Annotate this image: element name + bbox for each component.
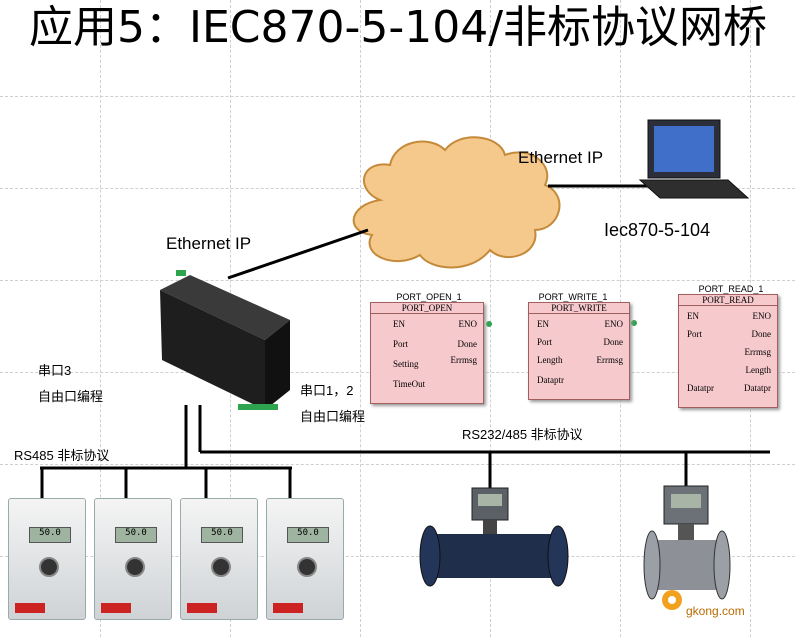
inverter-display: 50.0: [201, 527, 243, 543]
block-output: ENO: [458, 319, 478, 329]
watermark-text: gkong.com: [686, 604, 745, 618]
block-instance-name: PORT_READ_1: [698, 284, 764, 294]
block-input: Setting: [393, 359, 419, 369]
laptop-icon: [638, 119, 750, 199]
ethernet-ip-label: Ethernet IP: [518, 148, 604, 167]
ethernet-ip-label: Ethernet IP: [166, 234, 252, 253]
block-output: Errmsg: [744, 347, 772, 357]
block-input: EN: [687, 311, 699, 321]
rs485-label: RS485 非标协议: [14, 448, 110, 463]
block-name: PORT_OPEN: [371, 303, 483, 314]
port-read-block: PORT_READ EN Port Datatpr ENO Done Errms…: [678, 294, 778, 408]
block-output: Done: [457, 339, 478, 349]
block-name: PORT_WRITE: [529, 303, 629, 314]
block-input: Dataptr: [537, 375, 564, 385]
flow-meter-icon: [419, 487, 569, 587]
inverter-display: 50.0: [29, 527, 71, 543]
block-instance-name: PORT_WRITE_1: [538, 292, 608, 302]
grid-line: [0, 96, 795, 97]
free-port-label: 自由口编程: [300, 409, 366, 424]
block-output: Errmsg: [450, 355, 478, 365]
block-input: Port: [687, 329, 703, 339]
rs232-label: RS232/485 非标协议: [462, 427, 583, 442]
grid-line: [490, 0, 491, 637]
grid-line: [100, 0, 101, 637]
block-output: Done: [603, 337, 624, 347]
cloud-icon: [352, 136, 561, 269]
grid-line: [0, 280, 795, 281]
block-input: TimeOut: [393, 379, 426, 389]
block-input: EN: [393, 319, 405, 329]
block-output: ENO: [604, 319, 624, 329]
inverter-display: 50.0: [115, 527, 157, 543]
inverter-display: 50.0: [287, 527, 329, 543]
block-output: Datatpr: [744, 383, 771, 393]
block-output: ENO: [752, 311, 772, 321]
serial-port-label: 串口3: [38, 363, 72, 378]
block-input: Datatpr: [687, 383, 714, 393]
watermark-logo-icon: [662, 590, 682, 610]
port-write-block: PORT_WRITE EN Port Length Dataptr ENO Do…: [528, 302, 630, 400]
block-input: Length: [537, 355, 563, 365]
gateway-device-icon: [160, 270, 290, 410]
grid-line: [0, 464, 795, 465]
inverter-icon: 50.0: [8, 498, 86, 620]
inverter-icon: 50.0: [180, 498, 258, 620]
free-port-label: 自由口编程: [38, 389, 104, 404]
block-output: Errmsg: [596, 355, 624, 365]
block-name: PORT_READ: [679, 295, 777, 306]
block-input: Port: [393, 339, 409, 349]
serial-port-label: 串口1，2: [300, 383, 354, 398]
block-input: Port: [537, 337, 553, 347]
block-output: Done: [751, 329, 772, 339]
grid-line: [0, 556, 795, 557]
block-instance-name: PORT_OPEN_1: [396, 292, 462, 302]
ethernet-link: [227, 228, 369, 280]
block-input: EN: [537, 319, 549, 329]
inverter-icon: 50.0: [266, 498, 344, 620]
grid-line: [360, 0, 361, 637]
inverter-icon: 50.0: [94, 498, 172, 620]
flow-meter-icon: [643, 485, 731, 600]
page-title: 应用5：IEC870-5-104/非标协议网桥: [28, 2, 768, 53]
block-output: Length: [745, 365, 772, 375]
port-open-block: PORT_OPEN EN Port Setting TimeOut ENO Do…: [370, 302, 484, 404]
protocol-label: Iec870-5-104: [604, 220, 711, 240]
